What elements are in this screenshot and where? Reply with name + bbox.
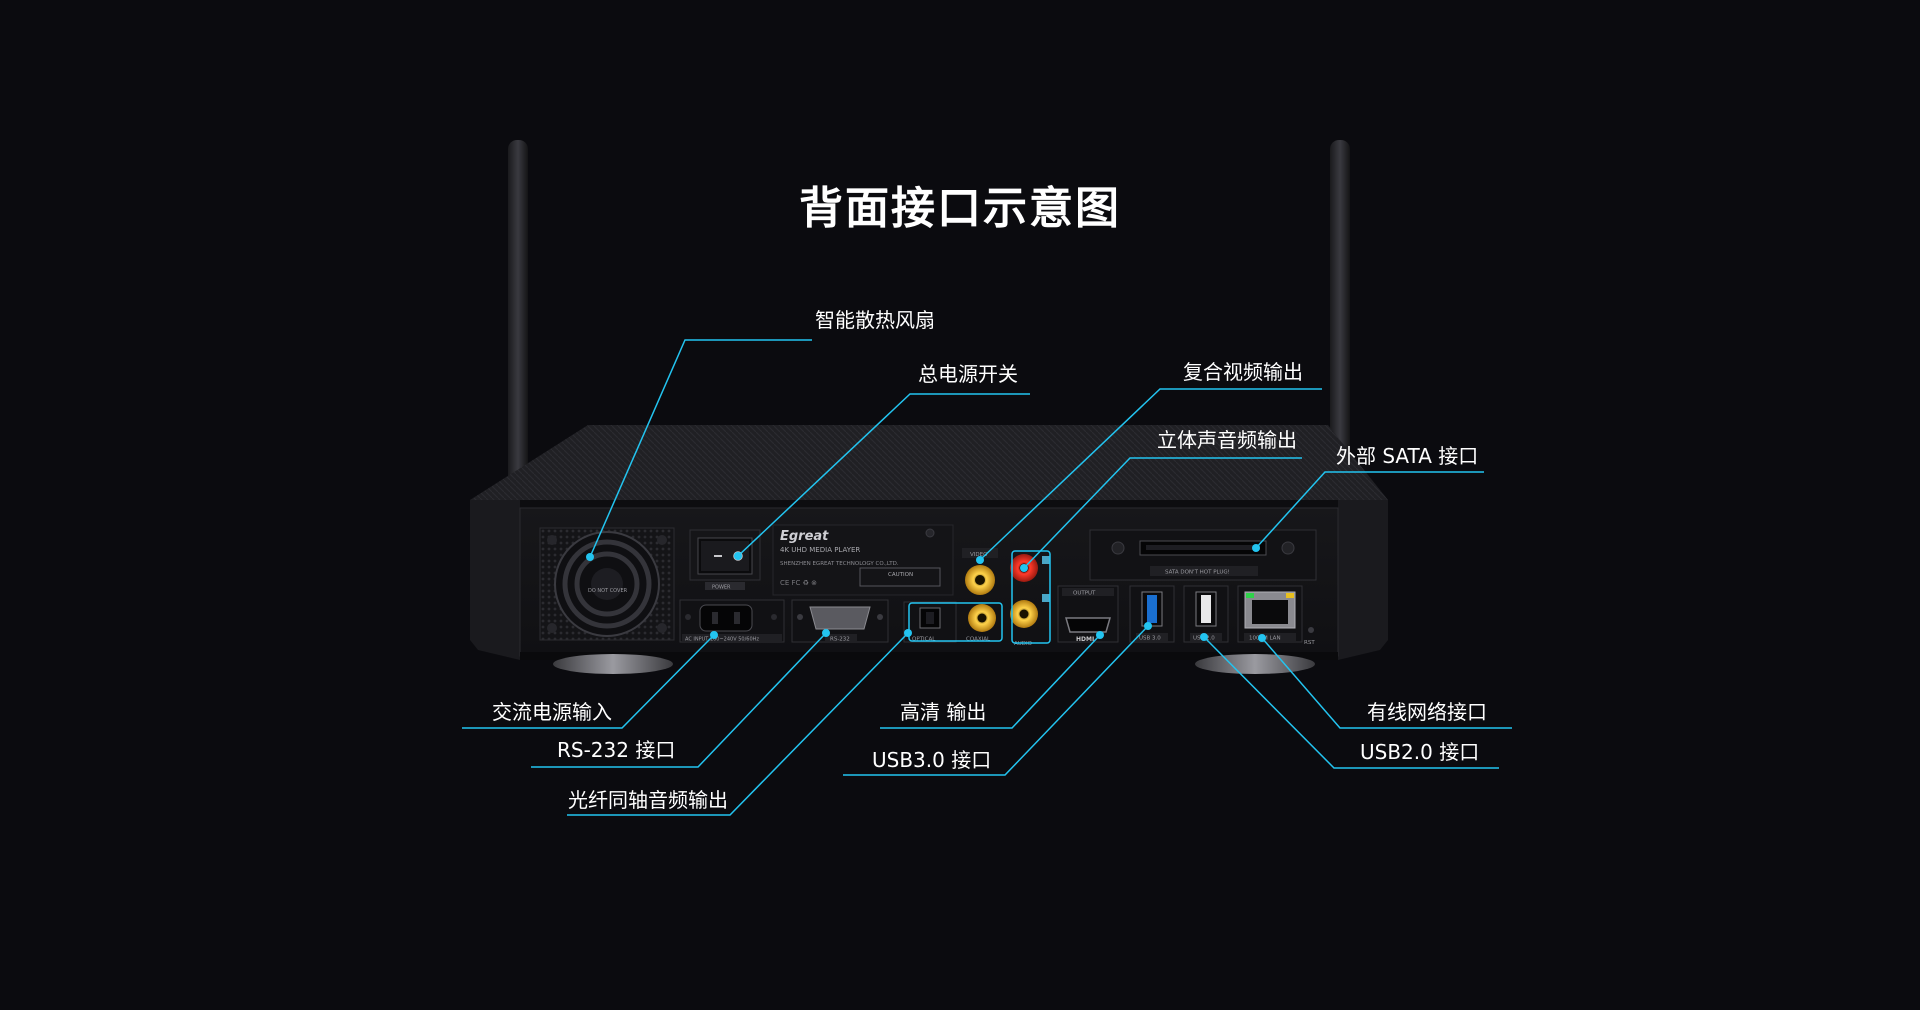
leader-hdmi [880, 634, 1101, 729]
brand-name: Egreat [780, 529, 829, 544]
device-top-lid [470, 425, 1388, 500]
leader-audio [1023, 457, 1302, 569]
foot-left [553, 654, 673, 674]
fan-grille: DO NOT COVER [539, 527, 675, 641]
label-usb2: USB2.0 接口 [1360, 740, 1480, 764]
optical-text: OPTICAL [912, 637, 936, 643]
optical-port: OPTICAL [903, 601, 957, 643]
leader-lan [1261, 637, 1512, 729]
rs232-text: RS-232 [830, 637, 850, 643]
leader-optical [567, 632, 909, 816]
audio-text: AUDIO [1014, 641, 1033, 647]
leader-rs232 [531, 632, 827, 768]
rs232-port: RS-232 [791, 599, 889, 643]
video-text: VIDEO [970, 552, 988, 558]
brand-label: Egreat 4K UHD MEDIA PLAYER SHENZHEN EGRE… [772, 524, 954, 596]
fan-text: DO NOT COVER [588, 588, 628, 594]
model-line: 4K UHD MEDIA PLAYER [780, 546, 860, 554]
leader-ac [462, 634, 715, 729]
leader-usb3 [843, 625, 1149, 776]
leader-sata [1255, 471, 1484, 549]
rst-text: RST [1304, 640, 1315, 646]
reset-button: RST [1304, 627, 1315, 646]
usb3-text: USB 3.0 [1139, 636, 1161, 642]
label-optical-coaxial: 光纤同轴音频输出 [568, 788, 728, 812]
highlight-optical-coaxial [908, 602, 1003, 642]
coaxial-jack: COAXIAL [966, 604, 996, 643]
label-sata: 外部 SATA 接口 [1336, 444, 1479, 468]
label-rs232: RS-232 接口 [557, 738, 676, 762]
label-power-switch: 总电源开关 [918, 362, 1018, 386]
output-text: OUTPUT [1073, 591, 1096, 597]
label-composite-video: 复合视频输出 [1183, 360, 1303, 384]
leader-power [737, 393, 1030, 557]
page-title: 背面接口示意图 [799, 183, 1121, 234]
leader-usb2 [1203, 636, 1499, 769]
leader-video [979, 388, 1322, 561]
label-hdmi: 高清 输出 [900, 700, 987, 724]
hdmi-text: HDMI [1076, 636, 1094, 643]
usb3-port: USB 3.0 [1129, 585, 1175, 643]
highlight-audio [1011, 550, 1051, 644]
hdmi-port: OUTPUT HDMI [1057, 585, 1119, 643]
label-stereo-audio: 立体声音频输出 [1157, 428, 1297, 452]
leader-fan [589, 339, 812, 558]
label-lan: 有线网络接口 [1367, 700, 1487, 724]
maker-line: SHENZHEN EGREAT TECHNOLOGY CO.,LTD. [780, 561, 899, 567]
power-text: POWER [712, 585, 731, 591]
label-fan: 智能散热风扇 [815, 308, 935, 332]
caution-text: CAUTION [888, 572, 913, 578]
lan-port: 1000M LAN [1237, 585, 1303, 643]
label-usb3: USB3.0 接口 [872, 748, 992, 772]
label-ac-input: 交流电源输入 [492, 700, 612, 724]
foot-right [1195, 654, 1315, 674]
power-switch: POWER [689, 529, 761, 591]
svg-text:CE FC ♻ ⊗: CE FC ♻ ⊗ [780, 579, 817, 587]
sata-port: SATA DON'T HOT PLUG! [1089, 529, 1317, 581]
coaxial-text: COAXIAL [966, 637, 991, 643]
ac-input: AC INPUT 100~240V 50/60Hz [679, 599, 785, 643]
sata-text: SATA DON'T HOT PLUG! [1165, 570, 1230, 576]
video-jack: VIDEO [962, 548, 998, 595]
ac-text: AC INPUT 100~240V 50/60Hz [685, 637, 759, 643]
